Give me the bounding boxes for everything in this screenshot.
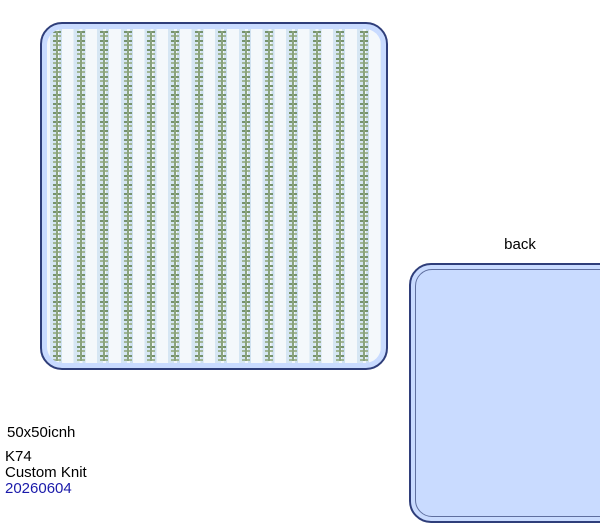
pattern-vine-stripe bbox=[53, 31, 61, 361]
pattern-vine-stripe bbox=[100, 31, 109, 361]
pattern-vine-stripe bbox=[336, 31, 345, 361]
product-code: K74 bbox=[5, 448, 32, 465]
product-type: Custom Knit bbox=[5, 464, 87, 481]
size-label: 50x50icnh bbox=[7, 424, 76, 441]
product-date: 20260604 bbox=[5, 480, 72, 497]
pattern-vine-stripe bbox=[123, 31, 132, 361]
pattern-vine-stripe bbox=[171, 31, 179, 361]
pattern-vine-stripe bbox=[218, 31, 227, 361]
back-panel bbox=[409, 263, 600, 523]
back-label: back bbox=[504, 236, 536, 253]
info-block: K74 Custom Knit 20260604 bbox=[5, 449, 87, 497]
pattern-vine-stripe bbox=[194, 31, 203, 361]
front-pattern bbox=[47, 29, 381, 363]
pattern-vine-stripe bbox=[147, 31, 156, 361]
pattern-vine-stripe bbox=[241, 31, 250, 361]
front-panel bbox=[40, 22, 388, 370]
pattern-vine-stripe bbox=[359, 31, 368, 361]
pattern-vine-stripe bbox=[289, 31, 297, 361]
pattern-vine-stripe bbox=[265, 31, 274, 361]
back-inner-border bbox=[415, 269, 600, 517]
pattern-vine-stripe bbox=[312, 31, 321, 361]
pattern-vine-stripe bbox=[76, 31, 85, 361]
